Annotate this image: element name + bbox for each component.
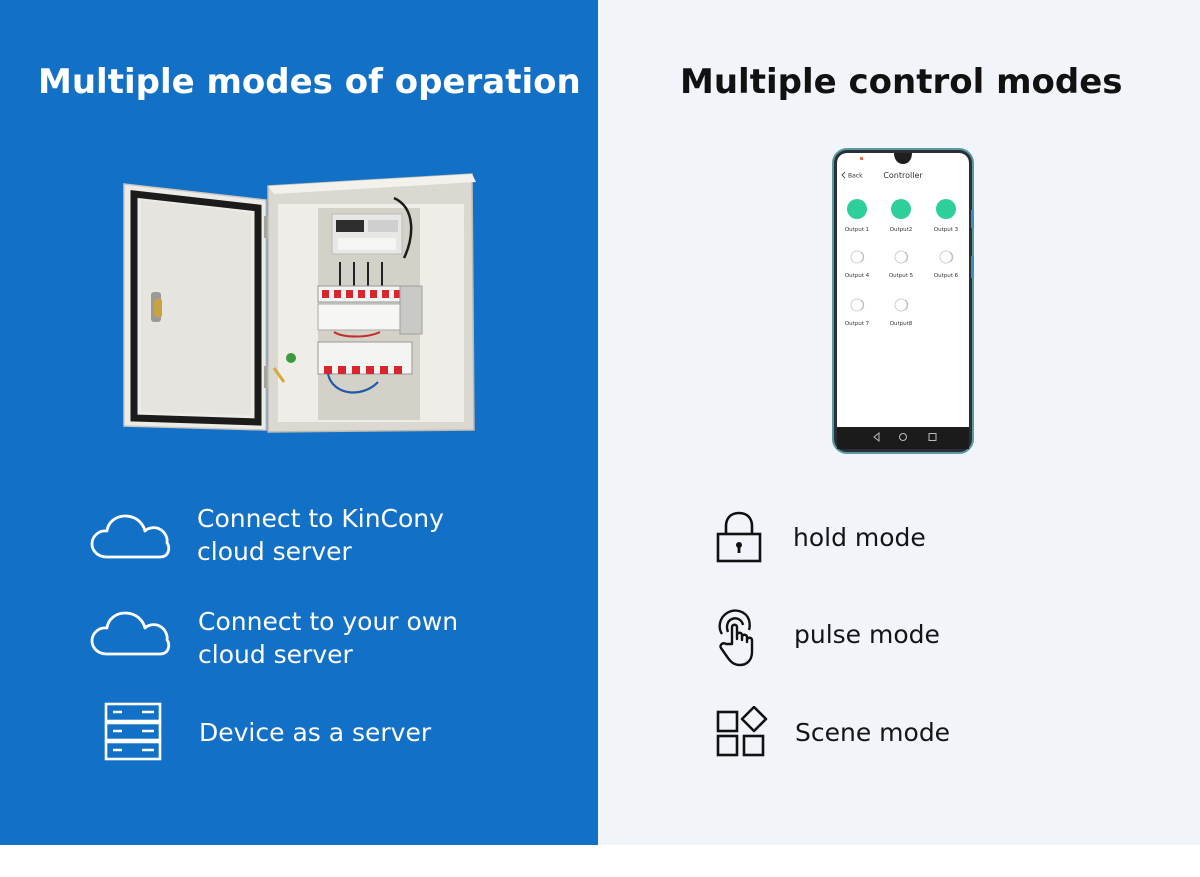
output-toggle[interactable]: Output 6: [934, 250, 959, 279]
feature-device-server-label: Device as a server: [199, 718, 432, 747]
output-on-indicator[interactable]: [936, 199, 956, 219]
output-off-indicator[interactable]: [850, 298, 864, 312]
output-label: Output2: [890, 227, 913, 233]
output-off-indicator[interactable]: [939, 250, 953, 264]
operation-modes-panel: Multiple modes of operation: [0, 0, 598, 845]
output-label: Output 6: [934, 273, 959, 279]
output-label: Output 4: [845, 273, 870, 279]
control-modes-title: Multiple control modes: [680, 62, 1123, 102]
output-toggle[interactable]: Output 3: [934, 199, 959, 233]
cloud-icon: [90, 611, 171, 656]
output-off-indicator[interactable]: [894, 250, 908, 264]
lock-icon: [716, 511, 762, 563]
control-modes-panel: Multiple control modes Back Controller O…: [598, 0, 1200, 845]
feature-own-cloud-line1: Connect to your own: [198, 607, 459, 636]
output-off-shadow: [860, 251, 865, 263]
output-grid: Output 1 Output2 Output 3 Output 4 Output 5 O…: [845, 199, 959, 327]
phone-back-label: Back: [848, 173, 863, 180]
mode-pulse-label: pulse mode: [794, 620, 940, 649]
output-label: Output 3: [934, 227, 959, 233]
output-label: Output8: [890, 321, 913, 327]
output-label: Output 5: [889, 273, 914, 279]
scene-grid-icon: [716, 706, 768, 757]
output-on-indicator[interactable]: [847, 199, 867, 219]
electrical-cabinet-image: [123, 173, 476, 433]
output-label: Output 7: [845, 321, 870, 327]
output-off-shadow: [904, 299, 909, 311]
output-on-indicator[interactable]: [891, 199, 911, 219]
cloud-icon: [90, 514, 171, 559]
feature-own-cloud-line2: cloud server: [198, 640, 353, 669]
output-off-indicator[interactable]: [850, 250, 864, 264]
output-toggle[interactable]: Output8: [890, 298, 913, 327]
server-icon: [104, 702, 162, 761]
output-toggle[interactable]: Output2: [890, 199, 913, 233]
output-toggle[interactable]: Output 5: [889, 250, 914, 279]
phone-screen-title: Controller: [883, 171, 923, 180]
output-label: Output 1: [845, 227, 869, 233]
output-off-shadow: [949, 251, 954, 263]
output-off-shadow: [860, 299, 865, 311]
operation-modes-title: Multiple modes of operation: [38, 62, 581, 102]
output-toggle[interactable]: Output 4: [845, 250, 870, 279]
touch-hand-icon: [718, 609, 754, 667]
feature-kincony-cloud-line1: Connect to KinCony: [197, 504, 444, 533]
bottom-margin: [0, 845, 1200, 877]
feature-kincony-cloud-line2: cloud server: [197, 537, 352, 566]
output-toggle[interactable]: Output 7: [845, 298, 870, 327]
output-off-shadow: [904, 251, 909, 263]
mode-scene-label: Scene mode: [795, 718, 951, 747]
output-toggle[interactable]: Output 1: [845, 199, 869, 233]
mode-hold-label: hold mode: [793, 523, 926, 552]
output-off-indicator[interactable]: [894, 298, 908, 312]
